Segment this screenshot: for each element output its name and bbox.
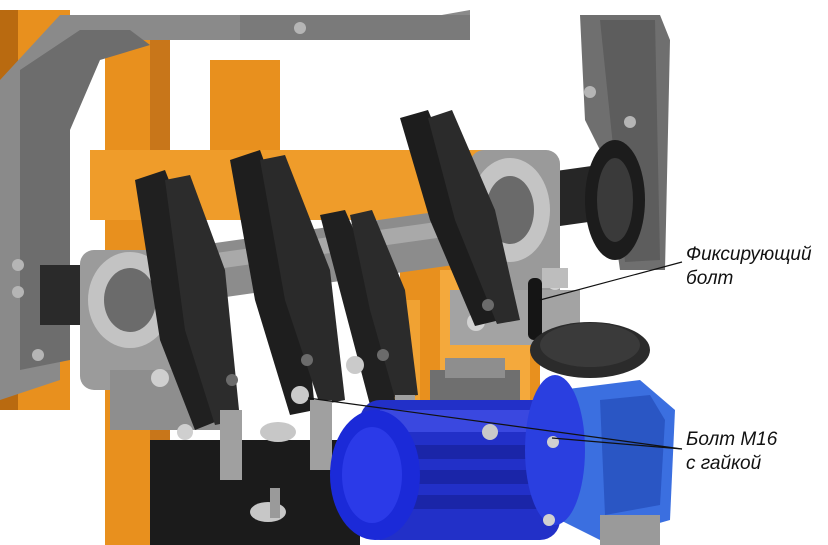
callout-bolt-m16-line2: с гайкой: [686, 453, 762, 474]
leader-lines: [307, 261, 683, 450]
callout-fixing-bolt-line2: болт: [686, 268, 734, 289]
callout-bolt-m16-line1: Болт М16: [686, 429, 778, 450]
leader-line-m16-1: [307, 397, 683, 450]
gearbox: [530, 322, 675, 545]
leader-line-fixing-bolt: [539, 261, 683, 301]
callout-fixing-bolt-line1: Фиксирующий: [686, 244, 812, 265]
fixing-bolt: [528, 268, 568, 340]
electric-motor: [330, 358, 585, 540]
callout-fixing-bolt: Фиксирующий болт: [686, 243, 812, 291]
leader-line-m16-2: [551, 437, 683, 450]
callout-bolt-m16: Болт М16 с гайкой: [686, 428, 777, 476]
cam-plates: [135, 110, 520, 430]
